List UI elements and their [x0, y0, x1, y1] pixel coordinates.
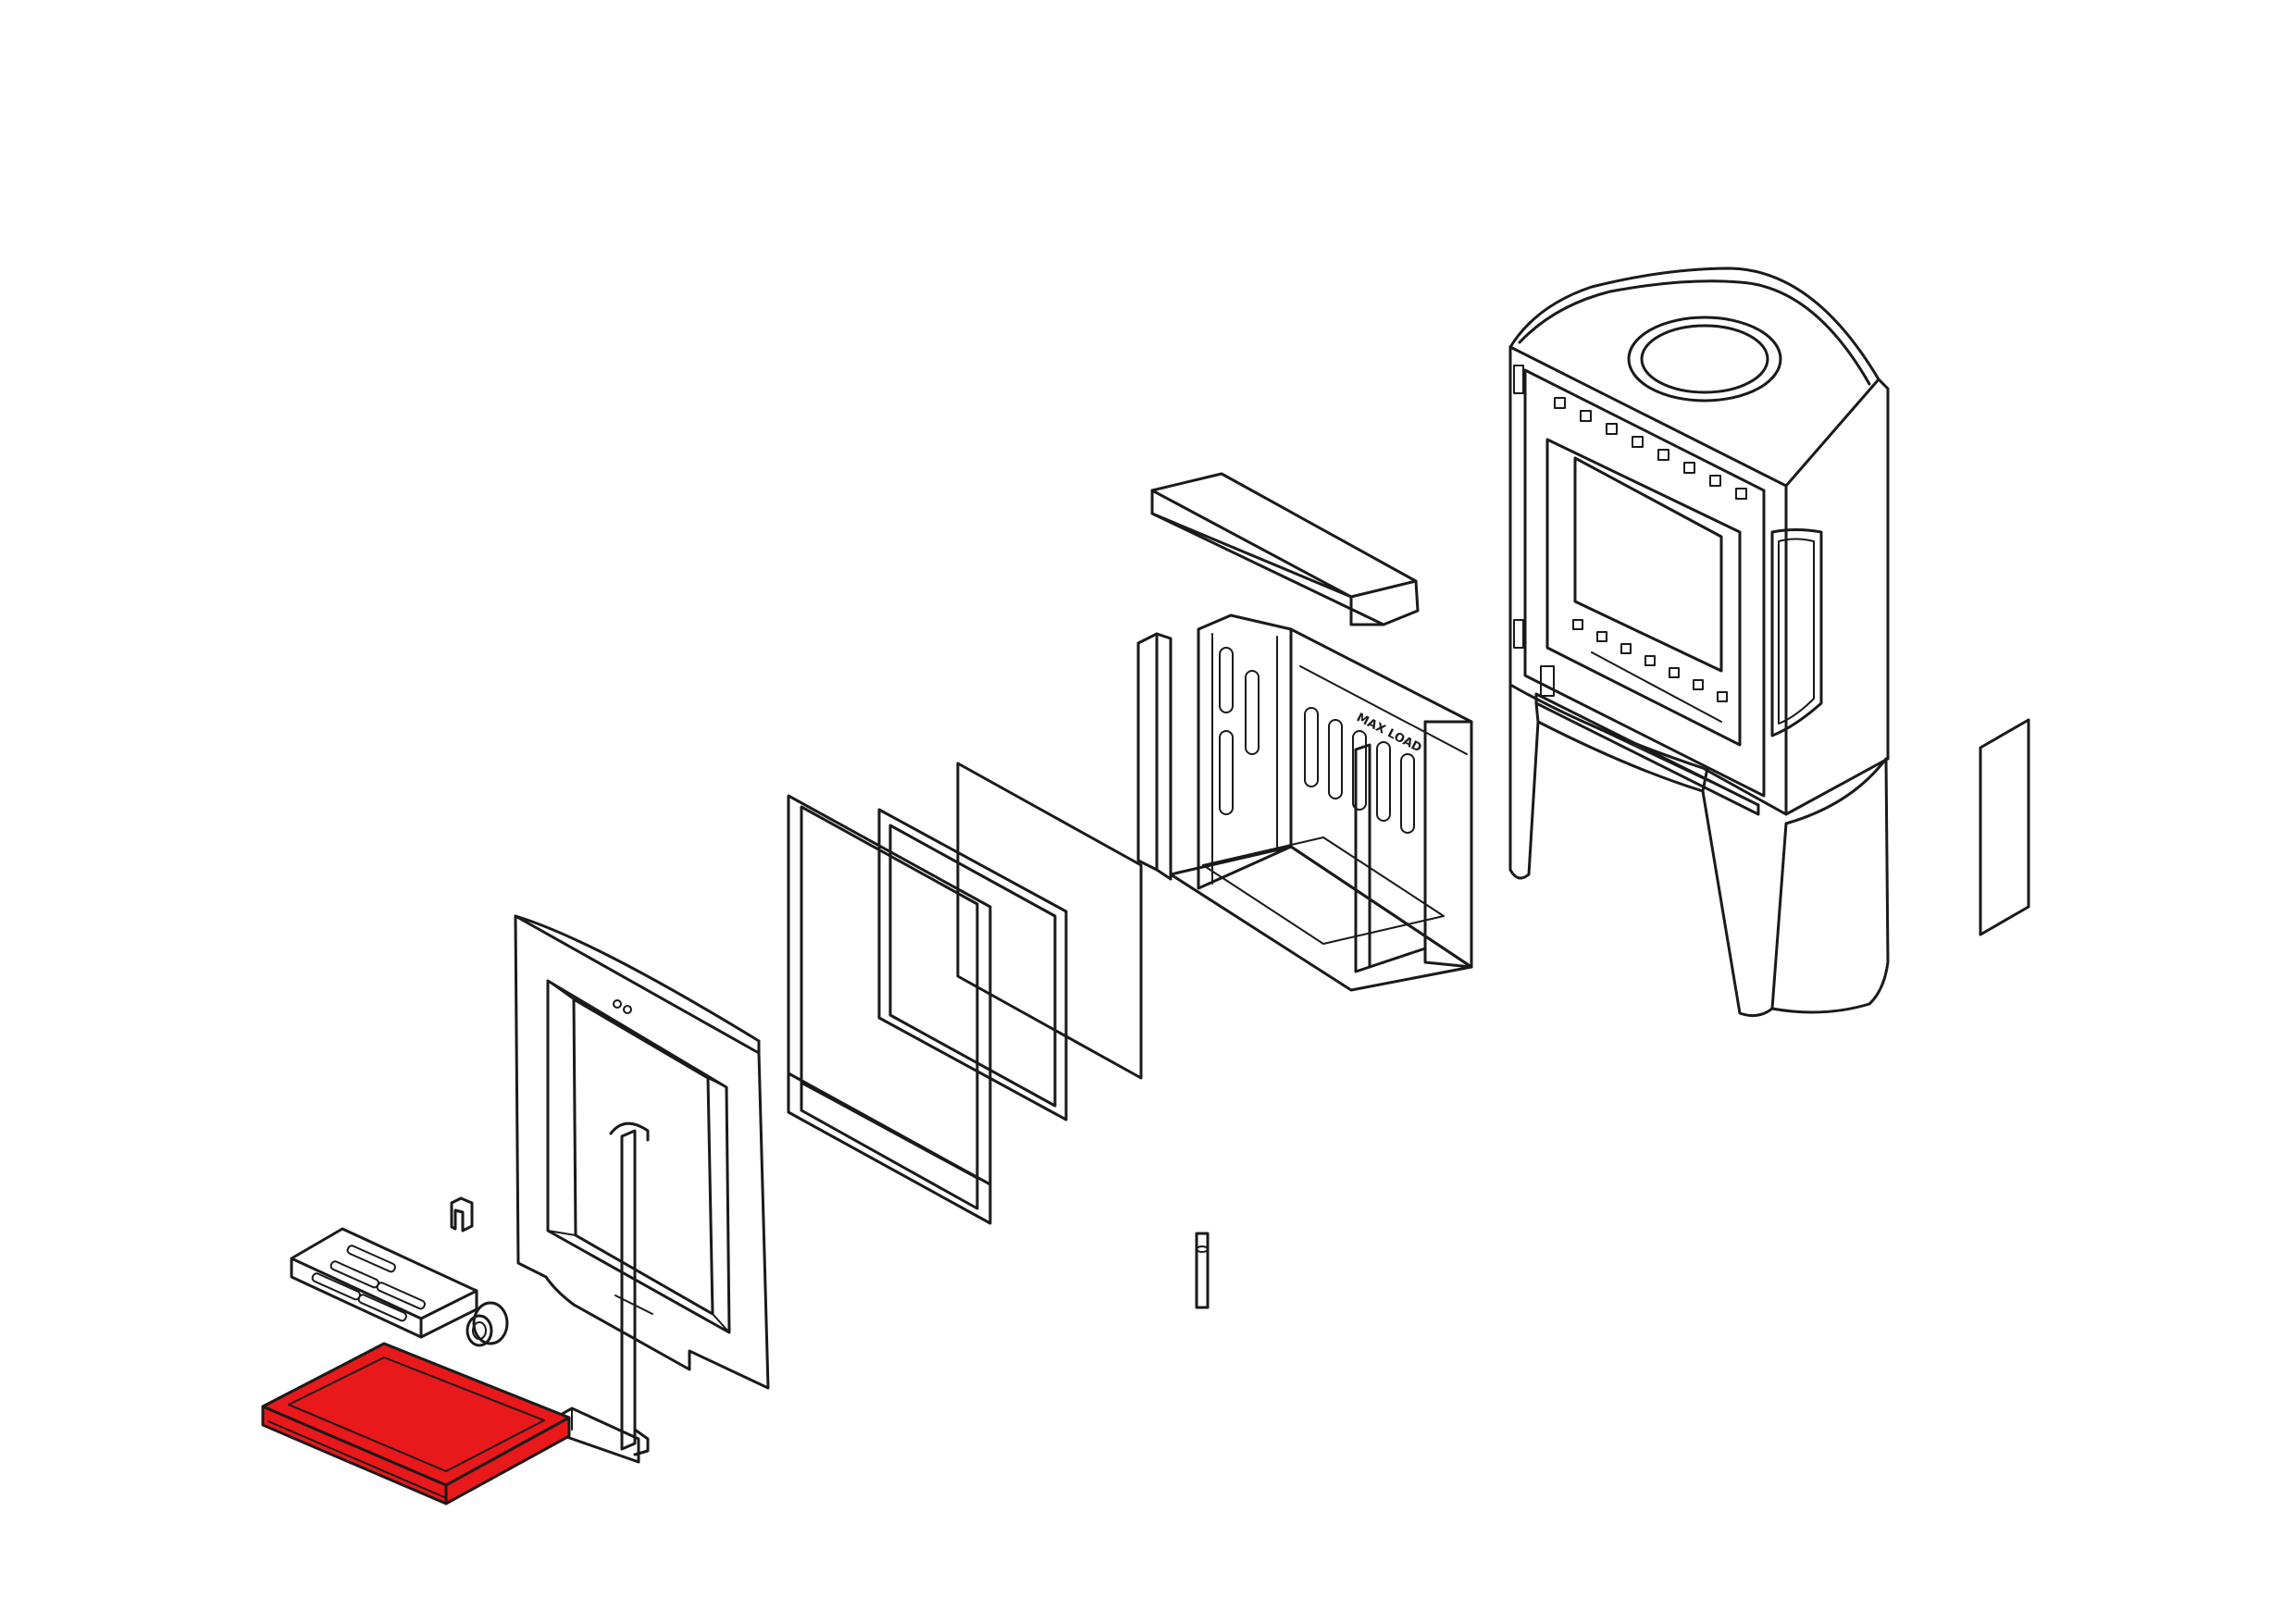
ash-pan[interactable] [261, 1342, 571, 1505]
baffle-plate[interactable] [1150, 472, 1420, 626]
door-handle-rod[interactable] [609, 1121, 650, 1456]
door-handle-grip[interactable] [557, 1406, 640, 1464]
glass-retaining-frame[interactable] [787, 794, 992, 1225]
side-glass-panel[interactable] [1979, 718, 2030, 936]
glass-gasket-frame[interactable] [877, 808, 1068, 1121]
air-control-knob[interactable] [465, 1301, 509, 1347]
stove-body[interactable] [1508, 266, 1890, 1018]
liner-slots [1304, 707, 1415, 834]
grate[interactable] [290, 1227, 478, 1339]
door-latch-clip[interactable] [450, 1196, 474, 1233]
door-glass[interactable] [956, 762, 1143, 1080]
hinge-pin[interactable] [1195, 1232, 1210, 1309]
vent-slots [1554, 397, 1747, 702]
door-assembly[interactable] [514, 914, 770, 1390]
firebox-liner[interactable]: MAX LOAD [1136, 613, 1473, 992]
